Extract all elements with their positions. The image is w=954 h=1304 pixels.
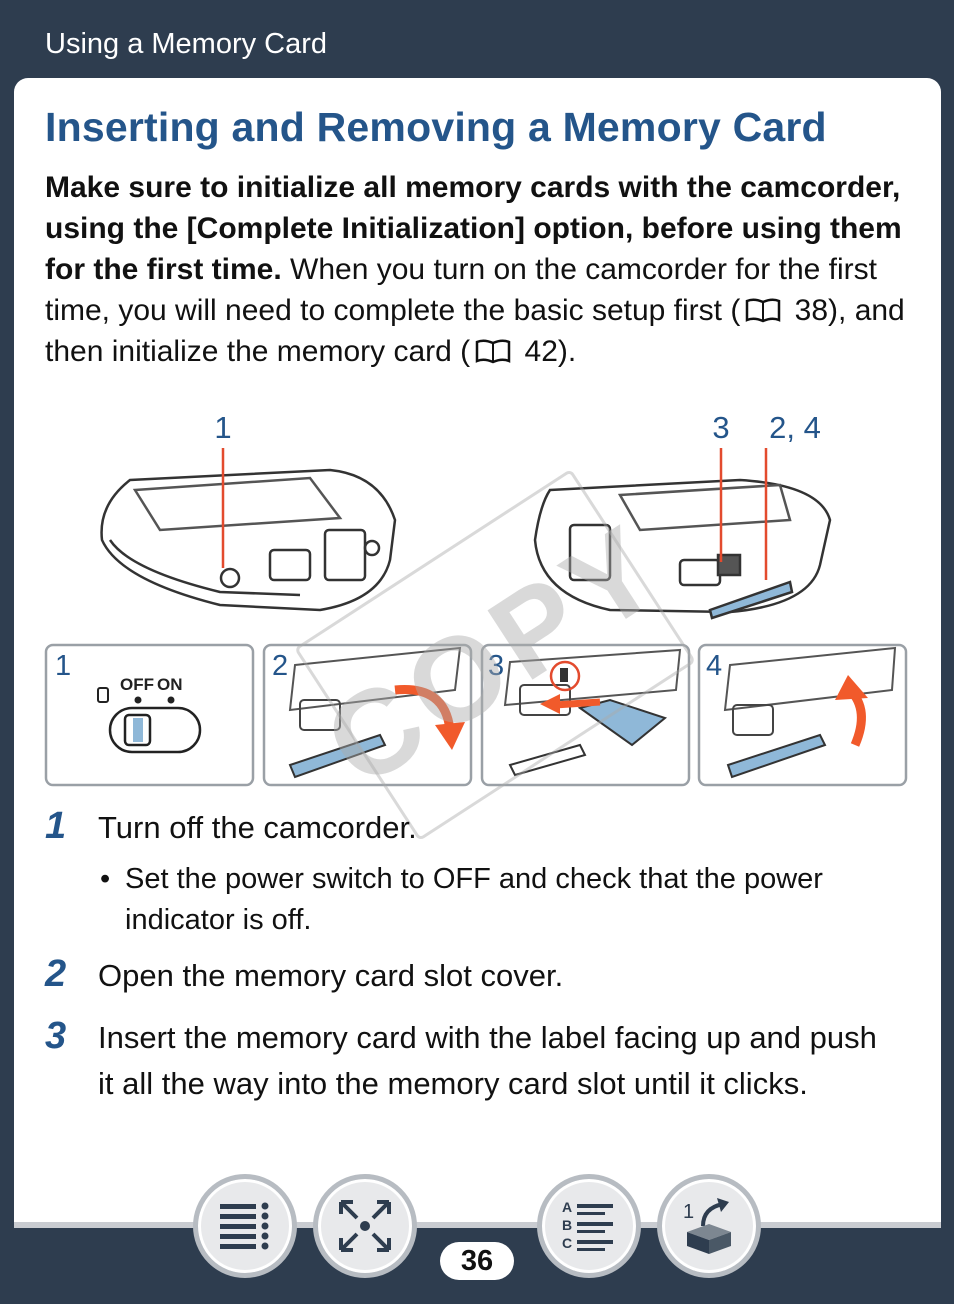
panel-1: 1 OFF ON — [44, 643, 255, 787]
step-text: Turn off the camcorder. — [98, 810, 417, 845]
svg-text:B: B — [562, 1217, 572, 1233]
expand-arrows-icon — [339, 1200, 391, 1252]
panel-2: 2 — [262, 643, 473, 787]
contents-button[interactable] — [193, 1174, 297, 1278]
page-number: 36 — [440, 1242, 514, 1280]
back-button[interactable]: 1 — [657, 1174, 761, 1278]
step-number: 3 — [45, 1015, 67, 1057]
panel-2-number: 2 — [272, 650, 288, 682]
bullet-text: Set the power switch to OFF and check th… — [125, 863, 823, 936]
switch-off-label: OFF — [120, 675, 154, 694]
step-number: 2 — [45, 953, 67, 995]
panel-1-number: 1 — [55, 650, 71, 682]
basic-operations-button[interactable] — [313, 1174, 417, 1278]
section-title: Inserting and Removing a Memory Card — [45, 104, 827, 150]
intro-text: When you turn on the camcorder for the f… — [45, 253, 877, 327]
intro-ref-42: 42). — [516, 335, 577, 368]
camcorder-illustration: 1 3 2, 4 1 OFF ON 2 3 — [44, 410, 908, 787]
alphabetical-index-icon: ABC — [562, 1199, 613, 1251]
figure-label-right-b: 2, 4 — [769, 410, 821, 445]
step-text: Open the memory card slot cover. — [98, 958, 564, 993]
intro-ref-38: 38), and then initialize the memory card… — [45, 294, 905, 368]
intro-bold-text: Make sure to initialize all memory cards… — [45, 171, 902, 286]
svg-text:1: 1 — [683, 1201, 694, 1223]
bottom-divider — [14, 1222, 941, 1228]
header-title: Using a Memory Card — [45, 28, 328, 60]
panel-3-number: 3 — [488, 650, 504, 682]
book-icon — [746, 298, 781, 323]
return-box-icon: 1 — [683, 1198, 731, 1254]
svg-text:A: A — [562, 1199, 572, 1215]
panel-4-number: 4 — [706, 650, 722, 682]
step-number: 1 — [45, 805, 67, 847]
step-text: Insert the memory card with the label fa… — [98, 1020, 877, 1101]
figure-label-left: 1 — [214, 410, 231, 445]
figure-label-right-a: 3 — [712, 410, 729, 445]
svg-text:C: C — [562, 1235, 572, 1251]
camcorder-left-drawing — [100, 468, 397, 612]
camcorder-right-drawing — [533, 478, 832, 620]
book-icon — [475, 339, 511, 364]
panel-4: 4 — [697, 643, 908, 787]
switch-on-label: ON — [157, 675, 183, 694]
table-of-contents-icon — [220, 1202, 269, 1250]
panel-3: 3 — [480, 643, 691, 787]
intro-paragraph: Make sure to initialize all memory cards… — [45, 167, 915, 372]
bullet-dot: • — [100, 863, 111, 895]
